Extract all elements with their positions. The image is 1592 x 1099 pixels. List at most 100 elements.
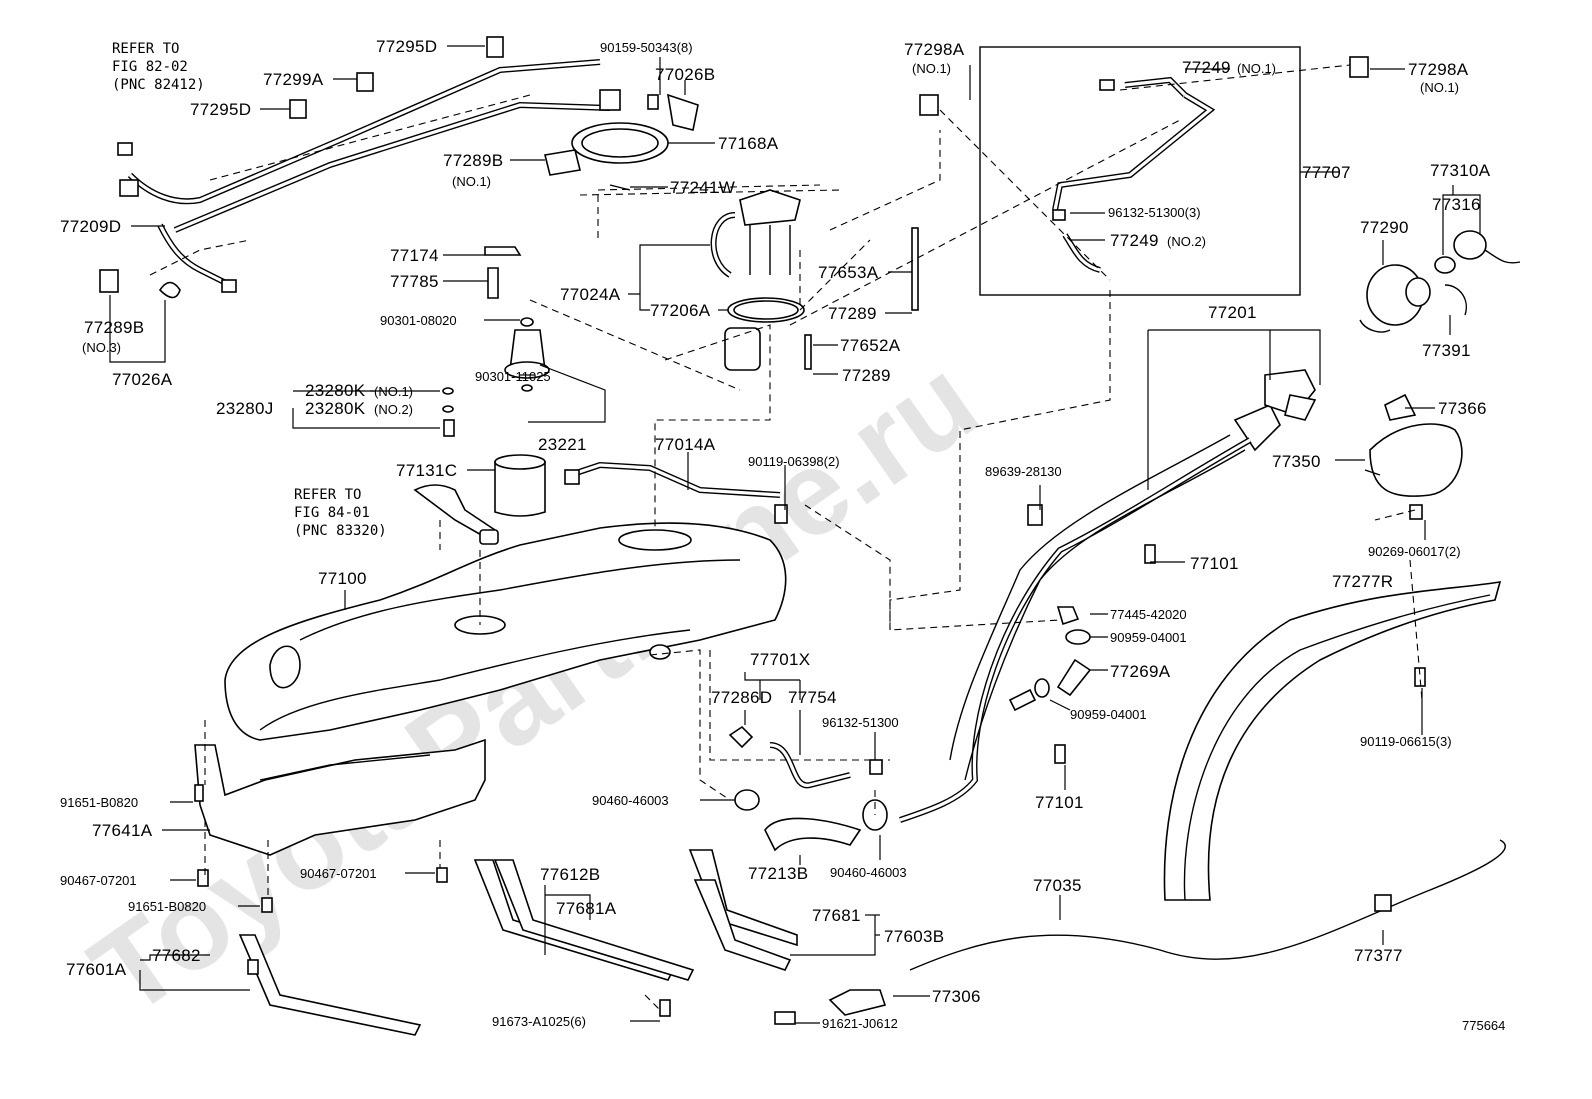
label-77391: 77391: [1422, 341, 1471, 360]
label-77289b-no3: 77289B: [84, 318, 144, 337]
label-77286d: 77286D: [711, 688, 772, 707]
refer-fig-82-line3: (PNC 82412): [112, 77, 205, 93]
clamp-right: [1349, 56, 1369, 78]
label-90959-lower: 90959-04001: [1070, 707, 1147, 722]
label-77445: 77445-42020: [1110, 607, 1187, 622]
label-77024a: 77024A: [560, 285, 621, 304]
label-no2-23280k: (NO.2): [374, 402, 413, 417]
label-90301-11025: 90301-11025: [475, 369, 551, 384]
label-77289: 77289: [828, 304, 877, 323]
label-77014a: 77014A: [655, 435, 716, 454]
label-77785: 77785: [390, 272, 439, 291]
dashed-assembly-lines: [149, 64, 1423, 1011]
label-77035: 77035: [1033, 876, 1082, 895]
label-96132-3: 96132-51300(3): [1108, 205, 1201, 220]
refer-fig-82-line2: FIG 82-02: [112, 59, 188, 75]
refer-fig-84-line3: (PNC 83320): [294, 523, 387, 539]
label-77131c: 77131C: [396, 461, 457, 480]
label-77269a: 77269A: [1110, 662, 1171, 681]
label-77298a-right: 77298A: [1408, 60, 1469, 79]
label-77209d: 77209D: [60, 217, 121, 236]
breather-hoses: [728, 725, 888, 852]
fender-liner: [1163, 581, 1502, 901]
label-77299a: 77299A: [263, 70, 324, 89]
label-90301-08020: 90301-08020: [380, 313, 457, 328]
label-77101-lower: 77101: [1035, 793, 1084, 812]
label-77653a: 77653A: [818, 263, 879, 282]
label-90460-right: 90460-46003: [830, 865, 907, 880]
callout-labels: REFER TO FIG 82-02 (PNC 82412) 77295D 77…: [60, 37, 1505, 1033]
refer-fig-84-line1: REFER TO: [294, 487, 361, 503]
label-77290: 77290: [1360, 218, 1409, 237]
label-90159: 90159-50343(8): [600, 40, 693, 55]
label-77707: 77707: [1302, 163, 1351, 182]
label-23221: 23221: [538, 435, 587, 454]
label-90959-upper: 90959-04001: [1110, 630, 1187, 645]
label-no3: (NO.3): [82, 340, 121, 355]
label-77652a: 77652A: [840, 336, 901, 355]
label-90467-right: 90467-07201: [300, 866, 377, 881]
label-77206a: 77206A: [650, 301, 711, 320]
label-77298a-left: 77298A: [904, 40, 965, 59]
label-90269: 90269-06017(2): [1368, 544, 1461, 559]
label-77289b-no1: 77289B: [443, 151, 503, 170]
fuel-filler-pipe: [899, 369, 1317, 823]
tank-straps: [238, 849, 798, 1036]
label-77100: 77100: [318, 569, 367, 588]
refer-fig-84-line2: FIG 84-01: [294, 505, 370, 521]
label-91651-lower: 91651-B0820: [128, 899, 206, 914]
label-77681: 77681: [812, 906, 861, 925]
label-90460-left: 90460-46003: [592, 793, 669, 808]
label-77201: 77201: [1208, 303, 1257, 322]
figure-code: 775664: [1462, 1018, 1505, 1033]
label-23280k-no1: 23280K: [305, 381, 366, 400]
label-23280k-no2: 23280K: [305, 399, 366, 418]
label-91651-upper: 91651-B0820: [60, 795, 138, 810]
label-77310a: 77310A: [1430, 161, 1491, 180]
label-90119-06615: 90119-06615(3): [1360, 734, 1452, 749]
label-91621: 91621-J0612: [822, 1016, 898, 1031]
label-77295d: 77295D: [190, 100, 251, 119]
label-77026a: 77026A: [112, 370, 173, 389]
label-77249-no2: 77249: [1110, 231, 1159, 250]
tank-protector: [194, 738, 486, 913]
label-77295d-top: 77295D: [376, 37, 437, 56]
label-77316: 77316: [1432, 195, 1481, 214]
fuel-pump-gasket: [571, 93, 699, 191]
label-77101-upper: 77101: [1190, 554, 1239, 573]
label-no2-77249: (NO.2): [1167, 234, 1206, 249]
fuel-pump-cluster: [413, 189, 919, 545]
label-77306: 77306: [932, 987, 981, 1006]
label-no1-23280k: (NO.1): [374, 384, 413, 399]
label-77681a: 77681A: [556, 899, 617, 918]
label-91673: 91673-A1025(6): [492, 1014, 586, 1029]
label-77377: 77377: [1354, 946, 1403, 965]
label-90119-06398: 90119-06398(2): [748, 454, 840, 469]
label-77026b: 77026B: [655, 65, 715, 84]
clamp-left: [919, 94, 939, 116]
label-77213b: 77213B: [748, 864, 808, 883]
label-89639: 89639-28130: [985, 464, 1062, 479]
label-77174: 77174: [390, 246, 439, 265]
label-77241w: 77241W: [670, 178, 735, 197]
label-no1-77298a-left: (NO.1): [912, 61, 951, 76]
fuel-lines-assembly: [99, 36, 621, 299]
fuel-tank: [224, 522, 787, 741]
label-no1: (NO.1): [452, 174, 491, 189]
label-no1-77249: (NO.1): [1237, 61, 1276, 76]
label-96132-51300: 96132-51300: [822, 715, 899, 730]
label-77289-lower: 77289: [842, 366, 891, 385]
fuel-cap-and-door: [1359, 230, 1521, 520]
label-23280j: 23280J: [216, 399, 274, 418]
label-77366: 77366: [1438, 399, 1487, 418]
label-77612b: 77612B: [540, 865, 600, 884]
evap-hose-box: [979, 46, 1301, 296]
label-77350: 77350: [1272, 452, 1321, 471]
leader-lines: [109, 45, 1481, 1024]
label-77701x: 77701X: [750, 650, 810, 669]
label-90467-left: 90467-07201: [60, 873, 137, 888]
label-77603b: 77603B: [884, 927, 944, 946]
label-77601a: 77601A: [66, 960, 127, 979]
label-77641a: 77641A: [92, 821, 153, 840]
vent-tube: [564, 461, 788, 524]
